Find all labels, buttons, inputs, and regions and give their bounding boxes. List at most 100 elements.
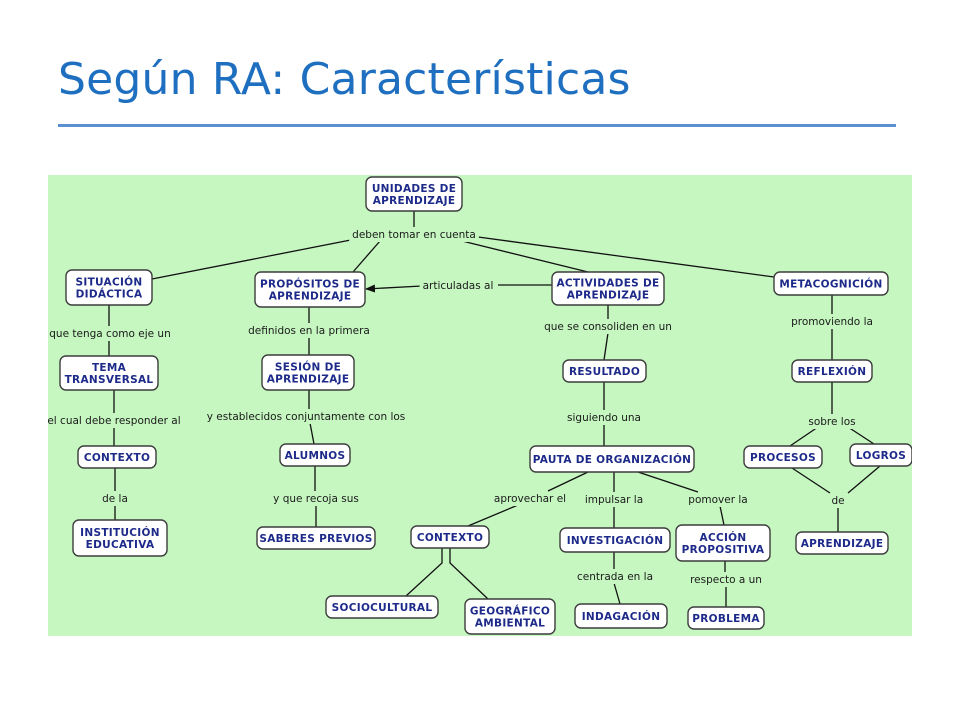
concept-node-label: APRENDIZAJE — [567, 290, 650, 302]
link-label-sobre-los: sobre los — [808, 416, 855, 428]
concept-node-aprendizaje: APRENDIZAJE — [795, 531, 889, 555]
concept-node-box — [464, 598, 556, 635]
link-label-promoviendo: promoviendo la — [791, 316, 873, 328]
concept-node-box — [675, 524, 771, 562]
concept-node-box — [687, 606, 765, 630]
concept-node-box — [791, 359, 873, 383]
edge-est-alumnos — [309, 422, 315, 445]
concept-node-label: CONTEXTO — [84, 452, 150, 464]
edge-ctx2-socio — [405, 548, 443, 597]
concept-node-label: APRENDIZAJE — [373, 195, 456, 207]
concept-node-box — [261, 354, 355, 391]
link-label-bg — [687, 573, 765, 587]
concept-node-label: PROCESOS — [750, 452, 816, 464]
edge-ctx2-geo — [449, 548, 489, 600]
concept-node-box — [59, 355, 159, 391]
link-label-articuladas: articuladas al — [423, 280, 494, 292]
concept-node-box — [65, 269, 153, 306]
concept-node-box — [562, 359, 647, 383]
link-label-recoja: y que recoja sus — [273, 493, 359, 505]
link-label-bg — [564, 411, 644, 425]
concept-node-label: CONTEXTO — [417, 532, 483, 544]
concept-map-edges — [108, 211, 881, 607]
slide-title: Según RA: Características — [58, 54, 631, 105]
concept-node-box — [773, 271, 889, 296]
concept-node-pauta: PAUTA DE ORGANIZACIÓN — [529, 445, 695, 473]
concept-node-label: UNIDADES DE — [372, 183, 456, 195]
link-label-bg — [48, 414, 184, 428]
concept-node-label: TRANSVERSAL — [65, 374, 154, 386]
concept-node-label: INDAGACIÓN — [582, 610, 661, 623]
link-label-bg — [99, 492, 131, 506]
edge-pauta-aprov — [547, 471, 589, 492]
concept-node-box — [279, 443, 351, 467]
concept-node-label: AMBIENTAL — [475, 618, 545, 630]
edge-sobre-proc — [789, 426, 819, 447]
link-label-siguiendo: siguiendo una — [567, 412, 641, 424]
concept-node-label: DIDÁCTICA — [76, 288, 143, 301]
concept-node-label: SABERES PREVIOS — [259, 533, 372, 545]
concept-node-box — [254, 271, 366, 308]
link-label-bg — [270, 492, 362, 506]
concept-node-label: APRENDIZAJE — [801, 538, 884, 550]
link-label-bg — [419, 279, 497, 293]
concept-node-label: PAUTA DE ORGANIZACIÓN — [533, 453, 692, 466]
concept-node-label: INVESTIGACIÓN — [567, 534, 664, 547]
link-label-centrada: centrada en la — [577, 571, 653, 583]
link-label-bg — [490, 492, 570, 506]
concept-node-label: LOGROS — [856, 450, 906, 462]
link-label-bg — [788, 315, 876, 329]
concept-node-box — [574, 603, 668, 629]
link-label-aprovechar: aprovechar el — [494, 493, 566, 505]
concept-node-box — [529, 445, 695, 473]
concept-node-label: PROBLEMA — [692, 613, 760, 625]
concept-node-label: PROPOSITIVA — [682, 544, 765, 556]
concept-node-reflexion: REFLEXIÓN — [791, 359, 873, 383]
edge-deben-tomar-meta — [477, 236, 775, 278]
concept-node-sociocultural: SOCIOCULTURAL — [325, 595, 439, 619]
concept-node-logros: LOGROS — [849, 443, 912, 467]
edge-centrada-indag — [613, 582, 621, 605]
concept-node-label: EDUCATIVA — [86, 539, 155, 551]
concept-map-nodes: UNIDADES DEAPRENDIZAJESITUACIÓNDIDÁCTICA… — [59, 176, 912, 635]
link-label-deben-tomar: deben tomar en cuenta — [352, 229, 476, 241]
concept-node-box — [410, 525, 490, 549]
link-label-establecidos: y establecidos conjuntamente con los — [207, 411, 406, 423]
concept-node-label: ACCIÓN — [700, 531, 747, 544]
concept-node-label: GEOGRÁFICO — [470, 605, 550, 618]
concept-node-box — [77, 445, 157, 469]
concept-node-label: SESIÓN DE — [275, 361, 341, 374]
link-label-bg — [805, 415, 859, 429]
edge-sobre-logros — [847, 426, 875, 445]
link-label-bg — [685, 493, 751, 507]
concept-node-label: REFLEXIÓN — [798, 365, 867, 378]
edge-pauta-pomover — [637, 471, 699, 493]
concept-node-box — [72, 519, 168, 557]
edge-proc-de — [791, 467, 831, 494]
concept-node-label: PROPÓSITOS DE — [260, 278, 360, 291]
concept-node-box — [365, 176, 463, 212]
link-label-consoliden: que se consoliden en un — [544, 321, 672, 333]
link-label-bg — [349, 228, 479, 242]
link-label-cual-debe: el cual debe responder al — [48, 415, 181, 427]
concept-node-indagacion: INDAGACIÓN — [574, 603, 668, 629]
concept-node-label: SITUACIÓN — [76, 276, 143, 289]
concept-node-contexto2: CONTEXTO — [410, 525, 490, 549]
link-label-impulsar: impulsar la — [585, 494, 643, 506]
link-label-de-la: de la — [102, 493, 128, 505]
link-label-de: de — [831, 495, 844, 507]
link-label-respecto: respecto a un — [690, 574, 762, 586]
title-underline — [58, 124, 896, 127]
concept-node-label: ACTIVIDADES DE — [557, 278, 660, 290]
edge-articuladas-prop — [365, 284, 423, 293]
concept-node-label: APRENDIZAJE — [269, 291, 352, 303]
concept-node-label: RESULTADO — [569, 366, 640, 378]
